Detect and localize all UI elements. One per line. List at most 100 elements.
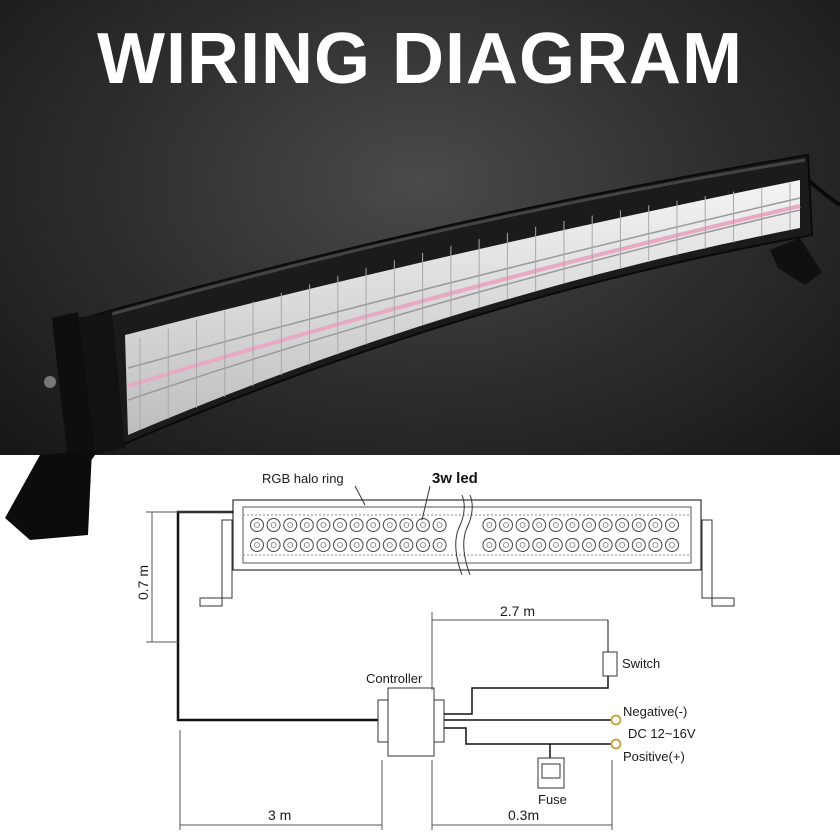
drawing-led bbox=[615, 538, 630, 552]
drawing-led-core bbox=[536, 542, 543, 548]
drawing-led bbox=[598, 538, 613, 552]
drawing-led bbox=[382, 518, 397, 532]
drawing-led-core bbox=[536, 522, 543, 528]
drawing-led-core bbox=[386, 522, 393, 528]
drawing-led-core bbox=[337, 542, 343, 548]
drawing-led-core bbox=[337, 522, 343, 528]
drawing-led bbox=[299, 538, 314, 552]
light-bar-photo bbox=[5, 153, 840, 540]
drawing-led bbox=[316, 538, 331, 552]
dim-main-cable: 3 m bbox=[268, 807, 291, 823]
drawing-led bbox=[366, 518, 381, 532]
drawing-led-grid bbox=[250, 518, 679, 552]
controller-label: Controller bbox=[366, 671, 423, 686]
drawing-led-core bbox=[503, 542, 509, 548]
drawing-led-core bbox=[386, 542, 393, 548]
drawing-led bbox=[349, 538, 364, 552]
switch-label: Switch bbox=[622, 656, 660, 671]
drawing-led bbox=[548, 518, 563, 532]
dimension-lines bbox=[146, 511, 613, 830]
drawing-led-core bbox=[569, 522, 576, 528]
drawing-led bbox=[283, 538, 298, 552]
drawing-led bbox=[499, 518, 513, 532]
page-title: WIRING DIAGRAM bbox=[97, 19, 743, 99]
drawing-led-core bbox=[320, 542, 327, 548]
drawing-led-core bbox=[569, 542, 576, 548]
drawing-led-core bbox=[635, 522, 642, 528]
light-bar-drawing bbox=[199, 485, 735, 607]
drawing-led-core bbox=[436, 542, 443, 548]
drawing-led bbox=[582, 518, 596, 532]
drawing-led-core bbox=[652, 522, 659, 528]
drawing-led-core bbox=[486, 542, 493, 548]
drawing-led bbox=[648, 538, 663, 552]
drawing-led bbox=[482, 538, 497, 552]
drawing-led-core bbox=[270, 522, 277, 528]
drawing-led-core bbox=[519, 522, 526, 528]
drawing-led bbox=[598, 518, 613, 532]
drawing-led bbox=[399, 518, 414, 532]
drawing-led bbox=[631, 538, 646, 552]
drawing-led bbox=[382, 538, 397, 552]
drawing-led-core bbox=[436, 522, 443, 528]
drawing-led bbox=[333, 538, 347, 552]
drawing-led-core bbox=[353, 542, 360, 548]
drawing-led-core bbox=[619, 522, 626, 528]
drawing-led bbox=[515, 538, 530, 552]
drawing-led-core bbox=[403, 542, 410, 548]
drawing-led bbox=[333, 518, 347, 532]
drawing-led-core bbox=[303, 542, 310, 548]
drawing-led bbox=[416, 538, 430, 552]
drawing-led bbox=[432, 518, 447, 532]
drawing-led-core bbox=[586, 522, 592, 528]
fuse-label: Fuse bbox=[538, 792, 567, 807]
drawing-led-core bbox=[420, 542, 426, 548]
drawing-led bbox=[366, 538, 381, 552]
drawing-led bbox=[349, 518, 364, 532]
drawing-led-core bbox=[669, 542, 675, 548]
drawing-led bbox=[499, 538, 513, 552]
drawing-led bbox=[582, 538, 596, 552]
drawing-led bbox=[532, 538, 547, 552]
drawing-led-core bbox=[602, 522, 609, 528]
drawing-led-core bbox=[320, 522, 327, 528]
drawing-led-core bbox=[486, 522, 493, 528]
dim-battery-lead: 0.3m bbox=[508, 807, 539, 823]
drawing-led-core bbox=[420, 522, 426, 528]
drawing-led-core bbox=[287, 522, 294, 528]
drawing-led bbox=[665, 518, 679, 532]
drawing-led bbox=[565, 518, 580, 532]
negative-label: Negative(-) bbox=[623, 704, 687, 719]
dim-switch-lead: 2.7 m bbox=[500, 603, 535, 619]
drawing-led bbox=[432, 538, 447, 552]
drawing-led-core bbox=[353, 522, 360, 528]
drawing-led bbox=[266, 518, 281, 532]
negative-terminal bbox=[610, 714, 622, 726]
drawing-led bbox=[648, 518, 663, 532]
drawing-led-core bbox=[619, 542, 626, 548]
drawing-led-core bbox=[370, 542, 377, 548]
drawing-led-core bbox=[287, 542, 294, 548]
drawing-led bbox=[565, 538, 580, 552]
drawing-led bbox=[615, 518, 630, 532]
drawing-led bbox=[250, 518, 264, 532]
drawing-led-core bbox=[503, 522, 509, 528]
drawing-led bbox=[399, 538, 414, 552]
positive-label: Positive(+) bbox=[623, 749, 685, 764]
drawing-led-core bbox=[403, 522, 410, 528]
drawing-led-core bbox=[552, 522, 559, 528]
rgb-halo-ring-label: RGB halo ring bbox=[262, 471, 344, 486]
led-label: 3w led bbox=[432, 470, 478, 487]
dc-range-label: DC 12~16V bbox=[628, 726, 696, 741]
drawing-led bbox=[665, 538, 679, 552]
drawing-led bbox=[482, 518, 497, 532]
drawing-led bbox=[299, 518, 314, 532]
drawing-led-core bbox=[635, 542, 642, 548]
drawing-led-core bbox=[370, 522, 377, 528]
drawing-led bbox=[548, 538, 563, 552]
drawing-led-core bbox=[303, 522, 310, 528]
drawing-led bbox=[316, 518, 331, 532]
drawing-led-core bbox=[270, 542, 277, 548]
drawing-led-core bbox=[254, 542, 260, 548]
